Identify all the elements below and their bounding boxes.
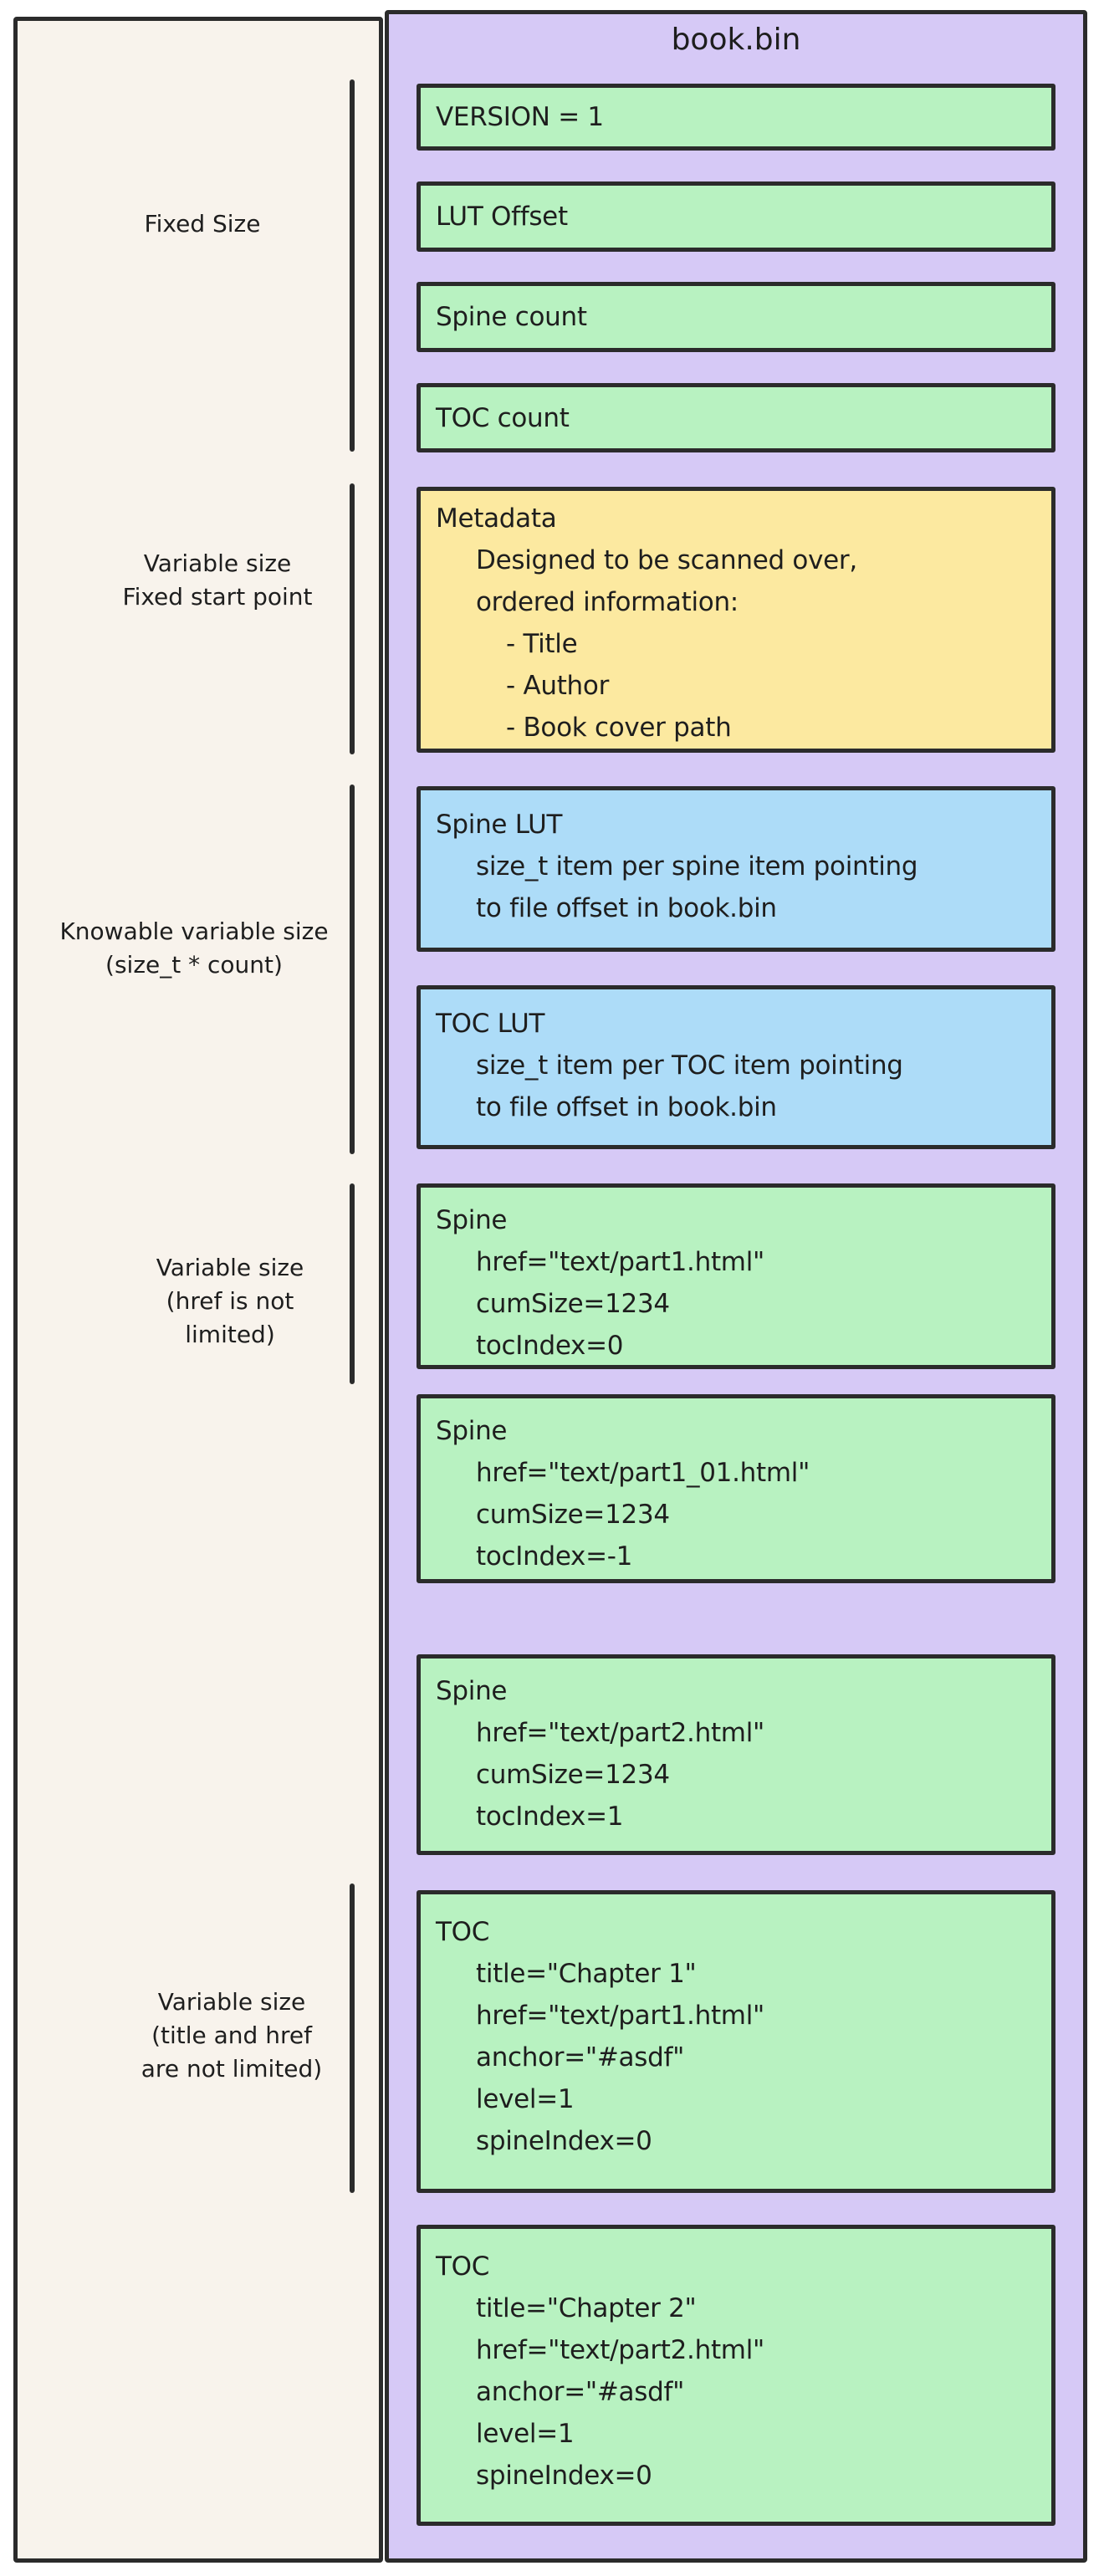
bracket-variable-fixed-start (350, 483, 355, 754)
block-title: Spine (436, 1416, 508, 1446)
block-toc-1: TOC title="Chapter 1" href="text/part1.h… (417, 1890, 1055, 2193)
block-text: anchor="#asdf" (476, 2377, 685, 2407)
block-text: anchor="#asdf" (476, 2042, 685, 2073)
block-text: cumSize=1234 (476, 1500, 670, 1530)
section-label-line: Fixed Size (144, 210, 261, 238)
block-text: cumSize=1234 (476, 1289, 670, 1319)
block-title: Metadata (436, 503, 557, 534)
block-text: - Book cover path (506, 713, 732, 743)
annotation-panel (13, 17, 383, 2563)
block-version: VERSION = 1 (417, 84, 1055, 151)
section-label-line: (size_t * count) (105, 951, 283, 979)
section-label-line: (title and href (151, 2021, 312, 2049)
file-title: book.bin (671, 23, 801, 57)
block-text: TOC count (436, 402, 570, 433)
block-text: level=1 (476, 2419, 575, 2449)
block-text: href="text/part1_01.html" (476, 1458, 810, 1488)
section-label-line: Knowable variable size (59, 917, 329, 945)
block-spine-1: Spine href="text/part1.html" cumSize=123… (417, 1183, 1055, 1369)
section-label-variable-fixed-start: Variable size Fixed start point (59, 547, 376, 614)
block-spine-3: Spine href="text/part2.html" cumSize=123… (417, 1654, 1055, 1855)
section-label-fixed-size: Fixed Size (43, 207, 361, 241)
block-text: tocIndex=-1 (476, 1541, 633, 1572)
block-text: tocIndex=1 (476, 1802, 624, 1832)
block-spine-2: Spine href="text/part1_01.html" cumSize=… (417, 1394, 1055, 1583)
block-title: Spine (436, 1205, 508, 1235)
block-title: TOC (436, 2251, 490, 2282)
block-text: level=1 (476, 2084, 575, 2114)
section-label-line: Fixed start point (122, 583, 313, 611)
block-toc-lut: TOC LUT size_t item per TOC item pointin… (417, 985, 1055, 1149)
block-text: LUT Offset (436, 202, 568, 232)
section-label-variable-title-href: Variable size (title and href are not li… (73, 1986, 391, 2086)
block-spine-count: Spine count (417, 282, 1055, 352)
block-text: ordered information: (476, 587, 739, 617)
block-text: size_t item per TOC item pointing (476, 1050, 903, 1081)
section-label-line: are not limited) (141, 2055, 323, 2083)
bracket-fixed-size (350, 79, 355, 452)
block-text: to file offset in book.bin (476, 893, 777, 923)
block-text: href="text/part2.html" (476, 2335, 764, 2365)
block-spine-lut: Spine LUT size_t item per spine item poi… (417, 786, 1055, 952)
block-text: to file offset in book.bin (476, 1092, 777, 1122)
block-text: href="text/part1.html" (476, 1247, 764, 1277)
section-label-line: limited) (185, 1321, 275, 1348)
block-text: size_t item per spine item pointing (476, 851, 918, 882)
block-title: TOC LUT (436, 1009, 545, 1039)
block-title: TOC (436, 1917, 490, 1947)
block-title: Spine (436, 1676, 508, 1706)
block-lut-offset: LUT Offset (417, 181, 1055, 252)
block-text: title="Chapter 2" (476, 2293, 697, 2323)
block-text: href="text/part1.html" (476, 2001, 764, 2031)
block-toc-2: TOC title="Chapter 2" href="text/part2.h… (417, 2225, 1055, 2526)
bracket-knowable-variable (350, 785, 355, 1154)
section-label-line: Variable size (143, 549, 292, 577)
block-text: spineIndex=0 (476, 2126, 652, 2156)
bracket-variable-href (350, 1183, 355, 1384)
block-text: title="Chapter 1" (476, 1959, 697, 1989)
block-text: Spine count (436, 302, 587, 332)
block-text: - Title (506, 629, 578, 659)
block-text: Designed to be scanned over, (476, 545, 857, 575)
block-text: VERSION = 1 (436, 102, 604, 132)
block-text: cumSize=1234 (476, 1760, 670, 1790)
section-label-knowable-variable: Knowable variable size (size_t * count) (35, 915, 353, 982)
block-metadata: Metadata Designed to be scanned over, or… (417, 487, 1055, 753)
section-label-line: (href is not (166, 1287, 294, 1315)
block-text: tocIndex=0 (476, 1331, 624, 1361)
block-title: Spine LUT (436, 810, 563, 840)
block-text: spineIndex=0 (476, 2461, 652, 2491)
block-toc-count: TOC count (417, 383, 1055, 452)
block-text: href="text/part2.html" (476, 1718, 764, 1748)
bracket-variable-title-href (350, 1883, 355, 2193)
section-label-line: Variable size (156, 1254, 304, 1281)
section-label-variable-href: Variable size (href is not limited) (71, 1251, 389, 1352)
section-label-line: Variable size (157, 1988, 306, 2016)
block-text: - Author (506, 671, 610, 701)
